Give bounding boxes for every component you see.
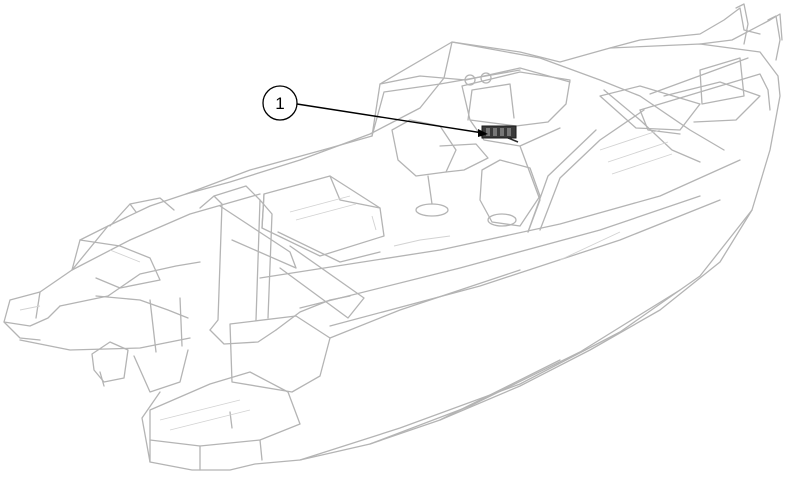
callout-arrowhead (478, 129, 488, 137)
callout-number: 1 (275, 94, 284, 113)
callout-leader-line (296, 103, 484, 134)
deck-details (19, 129, 673, 431)
hull-outline (3, 3, 783, 471)
callout-1: 1 (262, 85, 488, 137)
callout-circle (262, 85, 298, 121)
